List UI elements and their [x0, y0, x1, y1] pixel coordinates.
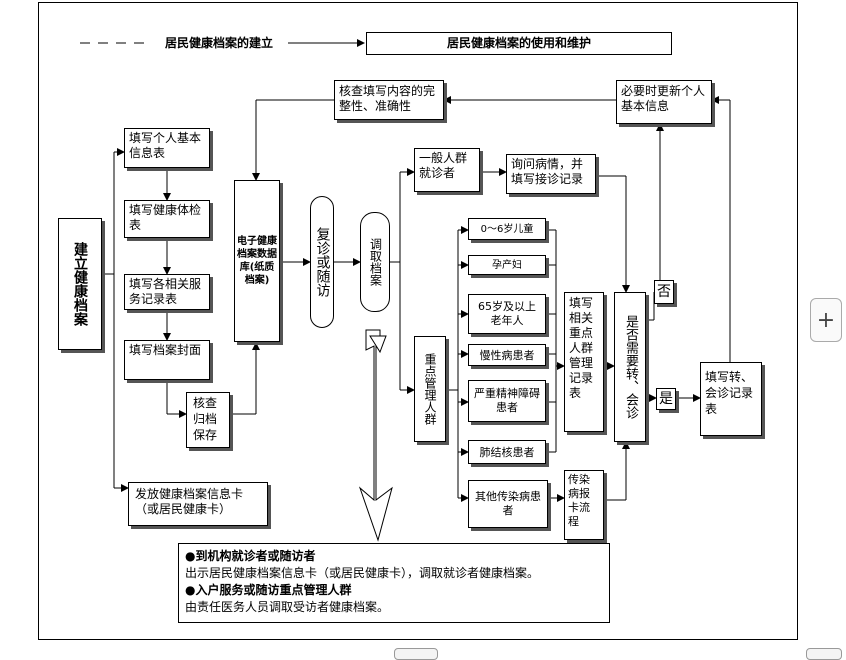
retrieve-archive-oval: 调取档案 — [360, 212, 390, 312]
fill-key-records-box: 填写相关重点人群管理记录表 — [564, 292, 604, 432]
key-item-children: 0～6岁儿童 — [468, 218, 546, 240]
referral-record-box: 填写转、会诊记录表 — [700, 362, 762, 436]
key-item-other-infectious: 其他传染病患者 — [468, 480, 548, 528]
bottom-tab-right[interactable] — [806, 648, 842, 660]
general-group-box: 一般人群就诊者 — [414, 148, 480, 192]
referral-question-text: 是否需要转、会诊 — [623, 315, 638, 419]
step-fill-service-records: 填写各相关服务记录表 — [124, 274, 210, 310]
key-item-elderly: 65岁及以上老年人 — [468, 294, 546, 334]
update-personal-info-box: 必要时更新个人基本信息 — [616, 80, 712, 124]
no-label-box: 否 — [654, 280, 674, 304]
note-item2-text: 由责任医务人员调取受访者健康档案。 — [185, 600, 390, 614]
check-completeness-box: 核查填写内容的完整性、准确性 — [334, 80, 444, 120]
revisit-oval: 复诊或随访 — [310, 196, 334, 328]
note-item2-title: ●入户服务或随访重点管理人群 — [185, 583, 352, 597]
inquiry-record-box: 询问病情，并填写接诊记录 — [506, 154, 596, 194]
establish-archive-box: 建立健康档案 — [58, 218, 102, 350]
note-item1-text: 出示居民健康档案信息卡（或居民健康卡），调取就诊者健康档案。 — [185, 566, 540, 580]
yes-label-box: 是 — [656, 388, 676, 410]
key-item-mental: 严重精神障碍患者 — [468, 380, 546, 422]
step-fill-health-exam: 填写健康体检表 — [124, 200, 210, 238]
archive-save-box: 核查归档保存 — [186, 392, 230, 448]
step-fill-personal-info: 填写个人基本信息表 — [124, 128, 210, 168]
header-right-title: 居民健康档案的使用和维护 — [366, 32, 672, 55]
step-fill-archive-cover: 填写档案封面 — [124, 340, 210, 380]
usage-note-box: ●到机构就诊者或随访者 出示居民健康档案信息卡（或居民健康卡），调取就诊者健康档… — [178, 543, 610, 623]
key-item-chronic: 慢性病患者 — [468, 344, 546, 366]
zoom-in-button[interactable]: + — [810, 298, 842, 342]
header-left-title: 居民健康档案的建立 — [164, 36, 273, 50]
key-item-tuberculosis: 肺结核患者 — [468, 440, 546, 464]
key-group-box: 重点管理人群 — [414, 336, 446, 442]
bottom-tab-left[interactable] — [394, 648, 438, 660]
electronic-database-box: 电子健康档案数据库(纸质档案) — [234, 180, 280, 342]
diagram-frame — [38, 2, 798, 640]
note-item1-title: ●到机构就诊者或随访者 — [185, 549, 316, 563]
issue-card-box: 发放健康档案信息卡（或居民健康卡） — [128, 482, 268, 526]
key-item-pregnant: 孕产妇 — [468, 255, 546, 275]
infectious-report-box: 传染病报卡流程 — [564, 470, 604, 540]
referral-question-box: 是否需要转、会诊 — [614, 292, 646, 442]
